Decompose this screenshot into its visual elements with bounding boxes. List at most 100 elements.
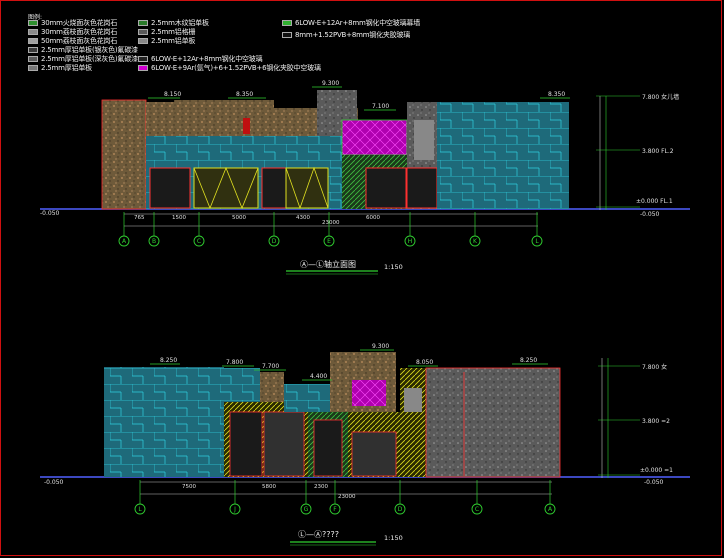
level-label: -0.050: [44, 479, 64, 486]
legend-item: 6LOW-E+12Ar+8mm钢化中空玻璃幕墙: [282, 18, 420, 27]
legend-text: 6LOW-E+9Ar(氩气)+6+1.52PVB+6钢化夹胶中空玻璃: [151, 63, 321, 72]
level-label: -0.050: [640, 211, 660, 218]
curtain-wall: [284, 384, 330, 412]
dimension-label: 5800: [262, 484, 276, 490]
dimension-label: 5000: [232, 215, 246, 221]
level-label: 8.350: [548, 91, 565, 98]
axis-bubble: [394, 503, 406, 515]
level-label: ±0.000 FL.1: [636, 198, 673, 205]
legend-item: 6LOW-E+9Ar(氩气)+6+1.52PVB+6钢化夹胶中空玻璃: [138, 63, 321, 72]
legend-swatch: [138, 64, 148, 71]
axis-label: C: [475, 506, 479, 513]
legend-swatch: [28, 37, 38, 44]
legend-swatch: [138, 37, 148, 44]
elevation-scale: 1:150: [384, 534, 403, 542]
window: [243, 118, 250, 134]
curtain-wall: [224, 368, 260, 402]
legend-text: 6LOW-E+12Ar+8mm钢化中空玻璃幕墙: [295, 18, 420, 27]
legend-item: 8mm+1.52PVB+8mm钢化夹胶玻璃: [282, 30, 410, 39]
axis-bubble: [544, 503, 556, 515]
elevation-title: Ⓐ—Ⓛ轴立面图: [300, 259, 356, 269]
glass-panel: [351, 431, 397, 477]
dimension-label: 765: [134, 215, 145, 221]
stone-wall: [174, 100, 244, 140]
level-dimension-chain: 7.800 女 3.800 =2 ±0.000 =1 -0.050: [598, 358, 673, 486]
roof-level-marks: [148, 86, 570, 111]
axis-bubble: [300, 503, 312, 515]
level-label: -0.050: [644, 479, 664, 486]
axis-bubble: [268, 235, 280, 247]
axis-bubble: [531, 235, 543, 247]
glass-door: [149, 167, 191, 209]
level-label: 3.800 FL.2: [642, 148, 674, 155]
dimension-label: 23000: [322, 220, 340, 226]
dimension-label: 4300: [296, 215, 310, 221]
level-dimension-chain: 7.800 女儿墙 3.800 FL.2 ±0.000 FL.1 -0.050: [596, 93, 679, 218]
axis-label: L: [535, 238, 539, 245]
level-label: 9.300: [322, 80, 339, 87]
axis-label: E: [327, 238, 331, 245]
curtain-wall: [437, 102, 569, 209]
legend-text: 50mm荔枝面灰色花岗石: [41, 36, 118, 45]
legend-swatch: [138, 55, 148, 62]
legend-item: 2.5mm铝单板: [138, 36, 195, 45]
dimension-label: 7500: [182, 484, 196, 490]
legend-text: 2.5mm铝单板: [151, 36, 196, 45]
aluminum-panel: [425, 367, 561, 478]
dimension-label: 6000: [366, 215, 380, 221]
axis-label: C: [197, 238, 201, 245]
glass-panel: [352, 380, 386, 406]
legend-item: 30mm火烧面灰色花岗石: [28, 18, 117, 27]
legend-text: 2.5mm木纹铝单板: [151, 18, 209, 27]
legend-text: 30mm荔枝面灰色花岗石: [41, 27, 118, 36]
level-label: 8.150: [164, 91, 181, 98]
diagonal-bracing: [193, 166, 259, 210]
roof-level-marks: [150, 349, 548, 381]
axis-bubble: [469, 235, 481, 247]
axis-label: K: [473, 238, 478, 245]
axis-label: G: [304, 506, 309, 513]
axis-label: J: [233, 506, 236, 513]
glass-door: [406, 167, 438, 209]
axis-bubble: [404, 235, 416, 247]
glass-panel: [193, 167, 259, 209]
glass-door: [261, 167, 287, 209]
level-label: 7.700: [262, 363, 279, 370]
glass-panel: [263, 411, 305, 477]
level-label: 8.250: [160, 357, 177, 364]
level-label: 7.800 女儿墙: [642, 93, 679, 101]
axis-bubble: [148, 235, 160, 247]
axis-bubble: [134, 503, 146, 515]
level-label: 4.400: [310, 373, 327, 380]
legend-swatch: [138, 28, 148, 35]
level-label: 8.050: [416, 359, 433, 366]
axis-label: A: [548, 506, 553, 513]
window: [404, 388, 422, 412]
legend-swatch: [282, 31, 292, 38]
legend-item: 2.5mm厚铝单板(银灰色)氟碳漆: [28, 45, 138, 54]
axis-label: D: [272, 238, 277, 245]
axis-bubble: [471, 503, 483, 515]
legend-title: 图例:: [28, 14, 43, 21]
legend-swatch: [28, 46, 38, 53]
dimension-label: 23000: [338, 494, 356, 500]
legend: 图例: 30mm火烧面灰色花岗石 30mm荔枝面灰色花岗石 50mm荔枝面灰色花…: [24, 8, 524, 88]
level-label: 7.100: [372, 103, 389, 110]
axis-label: B: [152, 238, 156, 245]
horizontal-dimension-chain: 7500 5800 2300 23000: [140, 481, 552, 500]
axis-grid: L J G F D C A: [134, 480, 556, 515]
axis-bubble: [329, 503, 341, 515]
axis-grid: A B C D E H K L: [118, 212, 543, 247]
axis-label: F: [333, 506, 337, 513]
horizontal-dimension-chain: 765 1500 5000 4300 6000 23000: [124, 213, 538, 227]
diagonal-bracing: [285, 166, 329, 210]
legend-text: 8mm+1.52PVB+8mm钢化夹胶玻璃: [295, 30, 411, 39]
legend-item: 50mm荔枝面灰色花岗石: [28, 36, 117, 45]
elevation-2: 8.250 7.800 7.700 4.400 9.300 8.050 8.25…: [40, 343, 690, 546]
axis-label: L: [138, 506, 142, 513]
legend-swatch: [28, 55, 38, 62]
level-label: ±0.000 =1: [640, 467, 673, 474]
legend-swatch: [28, 19, 38, 26]
